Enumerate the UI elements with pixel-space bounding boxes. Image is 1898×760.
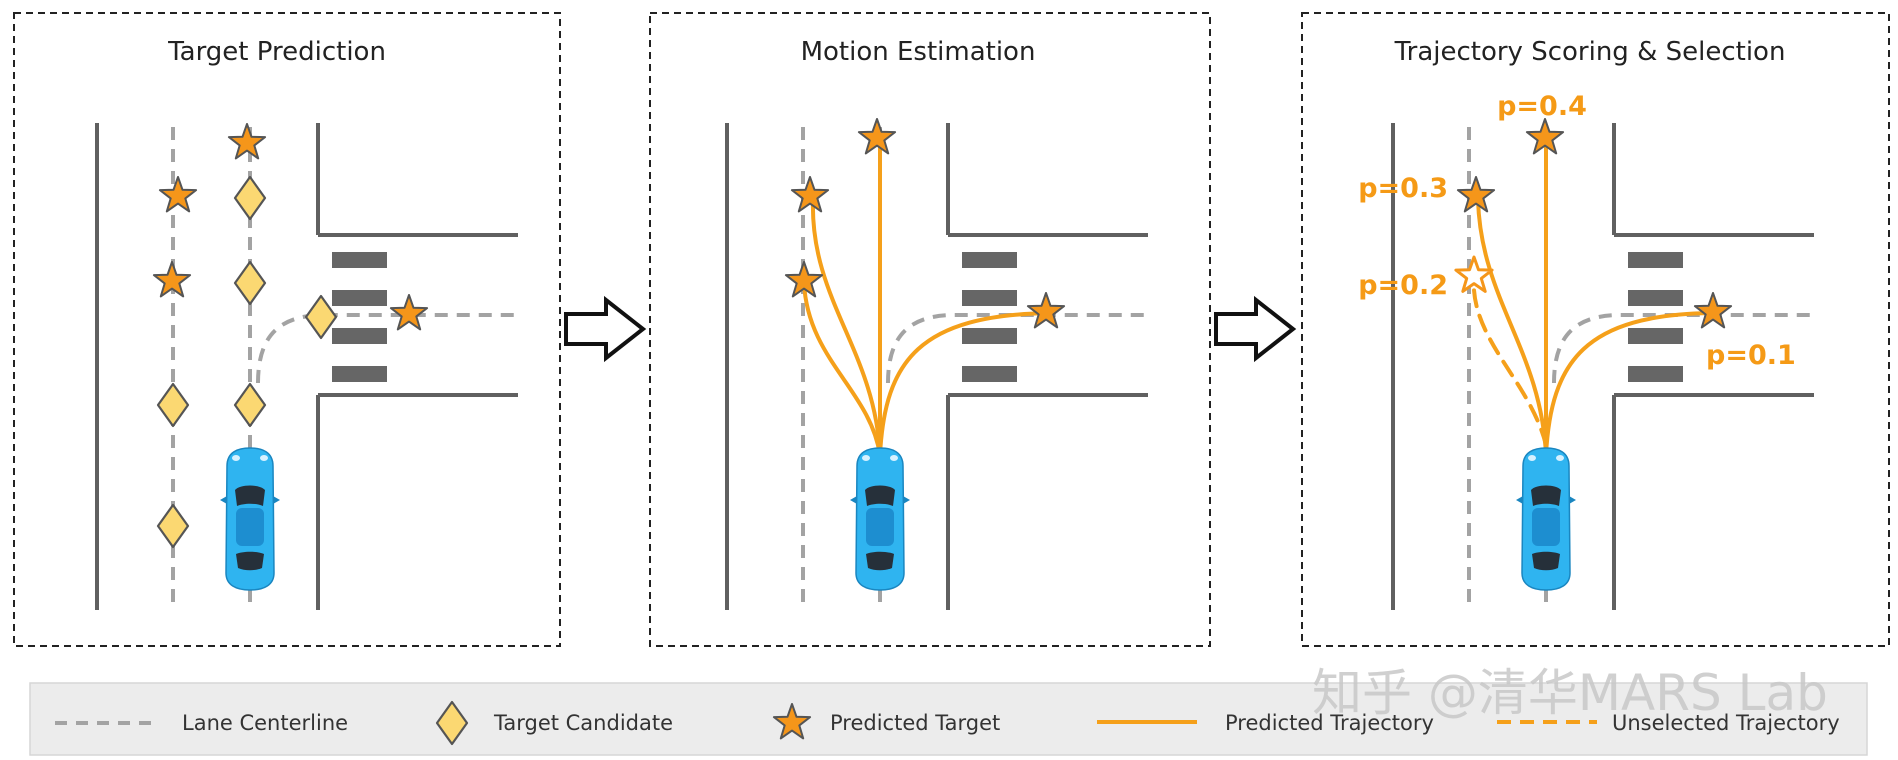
predicted-trajectory-line <box>810 198 882 457</box>
panel-frame-target-prediction <box>13 12 561 647</box>
panel-title-motion-estimation: Motion Estimation <box>801 37 1036 67</box>
predicted-target-star-icon <box>1026 292 1066 329</box>
predicted-target-star-icon <box>227 123 267 160</box>
probability-label: p=0.4 <box>1497 91 1587 122</box>
legend-label-predicted-target: Predicted Target <box>830 711 1000 735</box>
predicted-trajectory-line <box>1544 311 1713 457</box>
target-candidate-diamond-icon <box>156 382 190 428</box>
target-candidate-diamond-icon <box>304 294 338 340</box>
probability-label: p=0.3 <box>1358 173 1448 204</box>
predicted-trajectory-line <box>1476 198 1548 457</box>
panel-frame-motion-estimation <box>649 12 1211 647</box>
arrow-right-icon <box>564 295 647 363</box>
car-icon <box>1515 447 1577 591</box>
probability-label: p=0.1 <box>1706 340 1796 371</box>
panel-title-trajectory-scoring: Trajectory Scoring & Selection <box>1394 37 1786 67</box>
intersection-road <box>95 121 520 612</box>
arrow-right-icon <box>1214 295 1297 363</box>
predicted-target-star-icon <box>1456 176 1496 213</box>
target-candidate-diamond-icon <box>156 503 190 549</box>
panel-motion-estimation <box>725 118 1150 612</box>
legend-label-target-candidate: Target Candidate <box>493 711 673 735</box>
predicted-trajectory-line <box>878 311 1052 457</box>
legend-label-unselected-trajectory: Unselected Trajectory <box>1612 711 1840 735</box>
watermark: 知乎 @清华MARS Lab <box>1312 664 1828 722</box>
panel-target-prediction <box>95 121 520 612</box>
unselected-trajectory-line <box>1472 288 1548 447</box>
legend-label-predicted-trajectory: Predicted Trajectory <box>1225 711 1434 735</box>
panel-frame-trajectory-scoring <box>1301 12 1890 647</box>
legend-label-lane-centerline: Lane Centerline <box>182 711 348 735</box>
predicted-trajectories <box>802 141 1052 457</box>
predicted-target-star-icon <box>158 176 198 213</box>
car-icon <box>219 447 281 591</box>
panel-trajectory-scoring: p=0.4 p=0.3 p=0.2 p=0.1 <box>1358 91 1816 612</box>
predicted-trajectory-line <box>802 281 882 457</box>
predicted-target-star-icon <box>389 294 429 331</box>
target-candidate-diamond-icon <box>233 175 267 221</box>
predicted-target-star-icon <box>790 176 830 213</box>
car-icon <box>849 447 911 591</box>
target-candidate-diamond-icon <box>233 382 267 428</box>
panel-title-target-prediction: Target Prediction <box>167 37 386 67</box>
predicted-target-star-icon <box>1693 292 1733 329</box>
target-candidate-diamond-icon <box>233 260 267 306</box>
probability-label: p=0.2 <box>1358 270 1448 301</box>
legend-box <box>29 682 1868 756</box>
predicted-targets <box>784 118 1066 329</box>
intersection-road <box>725 121 1150 612</box>
predicted-target-star-icon <box>857 118 897 155</box>
legend: Lane Centerline Target Candidate Predict… <box>29 682 1868 756</box>
